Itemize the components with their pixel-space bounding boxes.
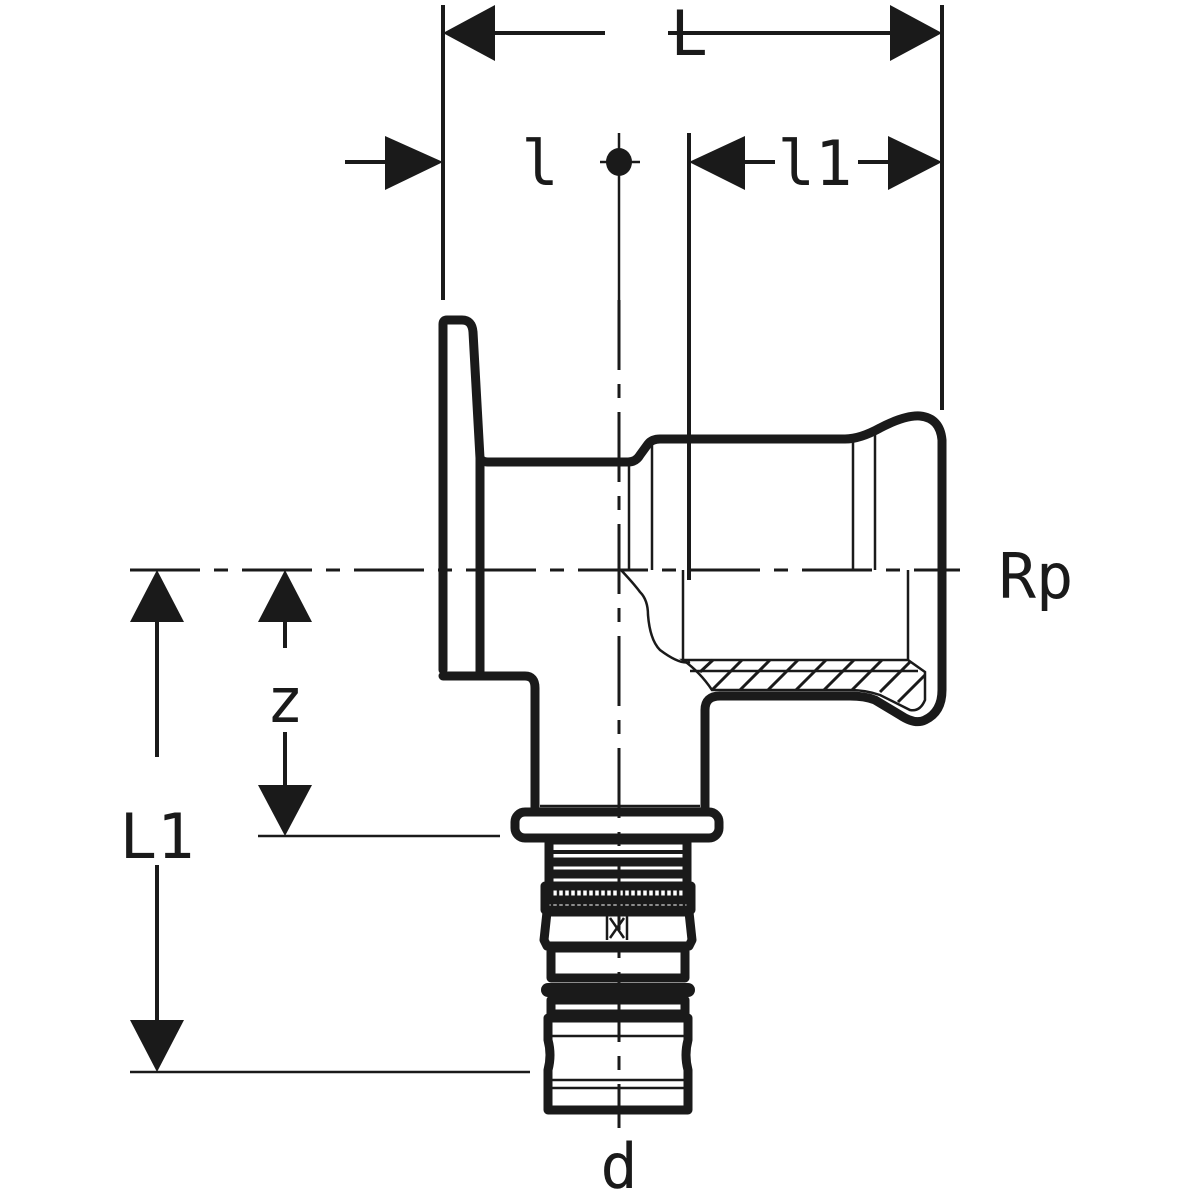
connector-sleeve (543, 1013, 693, 1115)
dimension-l: l (345, 127, 640, 300)
dimension-L: L (441, 0, 944, 410)
break-line (620, 569, 691, 664)
dimension-z: z (258, 570, 500, 838)
arrow-up-icon (130, 570, 184, 622)
arrow-right-icon (890, 5, 942, 61)
dimension-L1: L1 (120, 570, 530, 1074)
arrow-right-icon (888, 136, 942, 190)
label-L1: L1 (120, 800, 195, 873)
arrow-up-icon (258, 570, 312, 622)
press-collar (510, 807, 724, 843)
press-connector (510, 804, 724, 1115)
arrow-right-icon (385, 136, 443, 190)
arrow-down-icon (130, 1020, 184, 1072)
label-d: d (600, 1130, 637, 1200)
label-z: z (266, 664, 303, 737)
hatched-section (679, 658, 927, 712)
dimension-l1: l1 (687, 127, 942, 580)
window-mark-icon (605, 916, 629, 940)
center-point-icon (606, 148, 632, 176)
label-l1: l1 (778, 127, 853, 200)
label-Rp: Rp (999, 540, 1074, 613)
plate-bottom-outline (438, 671, 540, 815)
arrow-left-icon (689, 136, 745, 190)
label-l: l (521, 127, 558, 200)
arrow-left-icon (443, 5, 495, 61)
fitting-body (438, 315, 947, 817)
label-L: L (670, 0, 707, 70)
section-outline (679, 658, 927, 712)
arrow-down-icon (258, 785, 312, 836)
socket-outline (483, 411, 947, 815)
